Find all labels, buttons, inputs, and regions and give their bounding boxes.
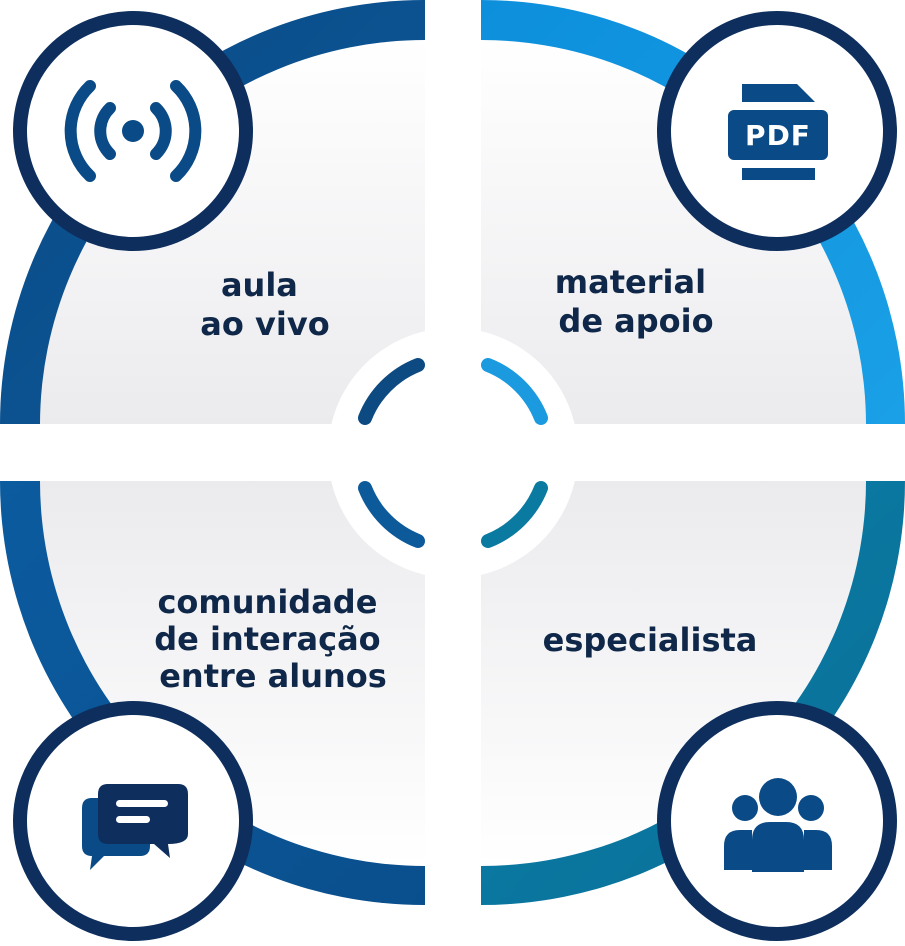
- label-line: material: [555, 263, 706, 301]
- pdf-label: PDF: [745, 119, 811, 152]
- icon-badge-material: PDF: [657, 11, 897, 251]
- label-comunidade: comunidade de interação entre alunos: [154, 583, 392, 695]
- label-line: de interação: [154, 620, 380, 658]
- label-line: comunidade: [157, 583, 377, 621]
- center-arcs: [358, 358, 548, 548]
- icon-badge-community: [13, 701, 253, 941]
- pdf-file-icon: PDF: [728, 84, 828, 180]
- group-users-icon: [724, 778, 832, 872]
- label-material-de-apoio: material de apoio: [555, 263, 717, 340]
- chat-bubbles-icon: [82, 784, 188, 870]
- icon-badge-live: [13, 11, 253, 251]
- label-line: entre alunos: [159, 657, 387, 695]
- label-aula-ao-vivo: aula ao vivo: [200, 266, 329, 343]
- quadrant-bottom-left: [0, 481, 425, 906]
- label-especialista: especialista: [543, 621, 758, 659]
- quadrant-bottom-right: [481, 481, 905, 905]
- label-line: de apoio: [558, 302, 713, 340]
- icon-badge-specialist: [657, 701, 897, 941]
- label-line: especialista: [543, 621, 758, 659]
- broadcast-icon: [64, 80, 202, 182]
- center-hub: [328, 328, 578, 578]
- label-line: ao vivo: [200, 305, 329, 343]
- label-line: aula: [221, 266, 298, 304]
